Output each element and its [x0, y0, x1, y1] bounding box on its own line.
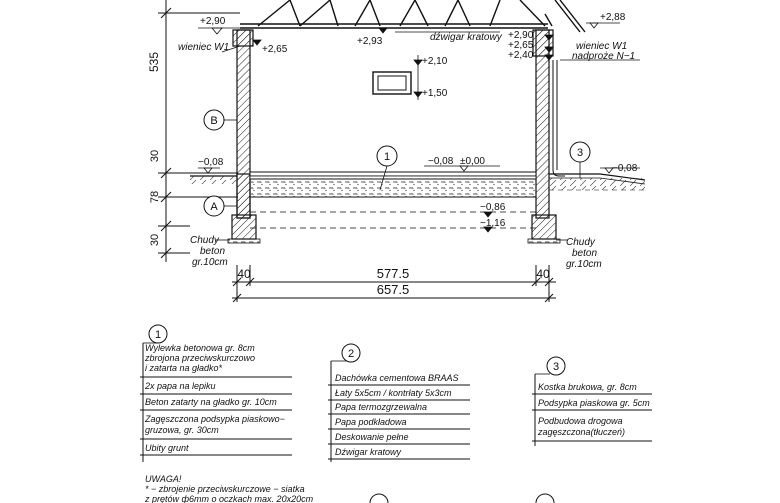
floor-slab [249, 171, 537, 229]
legend-3-number: 3 [553, 361, 559, 373]
label-nadproze: nadproże N−1 [572, 51, 635, 62]
legend-2-row-3: Papa termozgrzewalna [335, 402, 427, 412]
legend-2-number: 2 [348, 348, 354, 360]
elev-265-left: +2,65 [262, 44, 288, 55]
legend-3: 3 Kostka brukowa, gr. 8cm Podsypka piask… [532, 356, 652, 446]
elev-150: +1,50 [422, 88, 448, 99]
notes-line-2: z prętów ф6mm o oczkach max. 20x20cm [144, 494, 314, 503]
label-wieniec-left: wieniec W1 [178, 42, 229, 53]
dim-40-left: 40 [237, 267, 251, 281]
elev-008-right: −0,08 [612, 163, 638, 174]
partial-circles-bottom [369, 493, 555, 503]
legend-3-row-1: Kostka brukowa, gr. 8cm [538, 382, 637, 392]
chudy-left-2: beton [200, 246, 225, 257]
elev-116: −1,16 [480, 218, 506, 229]
elev-000: ±0,00 [460, 156, 485, 167]
foundations [227, 214, 561, 244]
ground-right [549, 173, 646, 191]
legend-3-row-3b: zagęszczona(tłuczeń) [537, 427, 625, 437]
dim-78: 78 [149, 191, 161, 203]
elevation-markers [198, 22, 640, 233]
detail-mark-1: 1 [376, 145, 398, 191]
right-wall [532, 29, 565, 219]
detail-mark-3: 3 [569, 141, 591, 178]
legend-1: 1 Wylewka betonowa gr. 8cm zbrojona prze… [140, 324, 292, 462]
elev-210: +2,10 [422, 56, 448, 67]
notes-line-1: * − zbrojenie przeciwskurczowe − siatka [145, 484, 305, 494]
axis-marker-b: B [203, 109, 237, 131]
chudy-beton-left: Chudy beton gr.10cm [190, 235, 230, 268]
dim-5775: 577.5 [377, 266, 410, 281]
label-dzwigar: dźwigar kratowy [430, 32, 503, 43]
dim-30-lower: 30 [149, 234, 161, 246]
elev-290-left: +2,90 [200, 16, 226, 27]
detail-mark-3-label: 3 [577, 147, 583, 159]
chudy-right-2: beton [572, 248, 597, 259]
legend-1-row-1b: zbrojona przeciwskurczowo [144, 353, 255, 363]
elev-265-right: +2,65 [508, 40, 534, 51]
roof-truss [240, 0, 586, 33]
chudy-right-3: gr.10cm [566, 259, 602, 270]
legend-2-row-5: Deskowanie pełne [335, 432, 409, 442]
detail-mark-1-label: 1 [384, 151, 390, 163]
legend-2-row-6: Dźwigar kratowy [335, 447, 402, 457]
legend-1-number: 1 [155, 329, 161, 341]
legend-3-row-3a: Podbudowa drogowa [538, 416, 623, 426]
left-dimension-chain [158, 0, 240, 262]
notes-title: UWAGA! [145, 474, 182, 484]
elev-240-right: +2,40 [508, 50, 534, 61]
legend-1-row-1c: i zatarta na gładko* [145, 363, 223, 373]
elev-293: +2,93 [357, 36, 383, 47]
legend-2-row-4: Papa podkładowa [335, 417, 407, 427]
axis-b-label: B [210, 115, 217, 127]
dim-6575: 657.5 [377, 282, 410, 297]
dim-30-upper: 30 [149, 150, 161, 162]
notes: UWAGA! * − zbrojenie przeciwskurczowe − … [144, 474, 314, 503]
legend-2-row-2: Łaty 5x5cm / kontrłaty 5x3cm [335, 388, 452, 398]
elev-086: −0,86 [480, 202, 506, 213]
elev-288: +2,88 [600, 12, 626, 23]
legend-1-row-4a: Zagęszczona podsypka piaskowo− [144, 414, 285, 424]
legend-1-row-5: Ubity grunt [145, 443, 189, 453]
legend-2-row-1: Dachówka cementowa BRAAS [335, 373, 459, 383]
legend-3-row-2: Podsypka piaskowa gr. 5cm [538, 398, 650, 408]
elev-008-left: −0,08 [198, 157, 224, 168]
legend-1-row-3: Beton zatarty na gładko gr. 10cm [145, 397, 277, 407]
dim-40-right: 40 [536, 267, 550, 281]
legend-1-row-1a: Wylewka betonowa gr. 8cm [145, 343, 255, 353]
chudy-beton-right: Chudy beton gr.10cm [556, 237, 602, 270]
chudy-right-1: Chudy [566, 237, 596, 248]
legend-1-row-4b: gruzowa, gr. 30cm [145, 425, 219, 435]
legend-1-row-2: 2x papa na lepiku [144, 381, 216, 391]
ground-left [190, 175, 237, 184]
chudy-left-1: Chudy [190, 235, 220, 246]
chudy-left-3: gr.10cm [192, 257, 228, 268]
dim-535: 535 [147, 52, 161, 72]
window [372, 71, 412, 95]
elev-290-right: +2,90 [508, 30, 534, 41]
axis-marker-a: A [203, 195, 237, 217]
legend-2: 2 Dachówka cementowa BRAAS Łaty 5x5cm / … [328, 343, 470, 462]
bottom-dimension-chain [232, 265, 556, 303]
axis-a-label: A [210, 201, 218, 213]
elev-008-mid: −0,08 [428, 156, 454, 167]
label-wieniec-right: wieniec W1 [576, 41, 627, 52]
